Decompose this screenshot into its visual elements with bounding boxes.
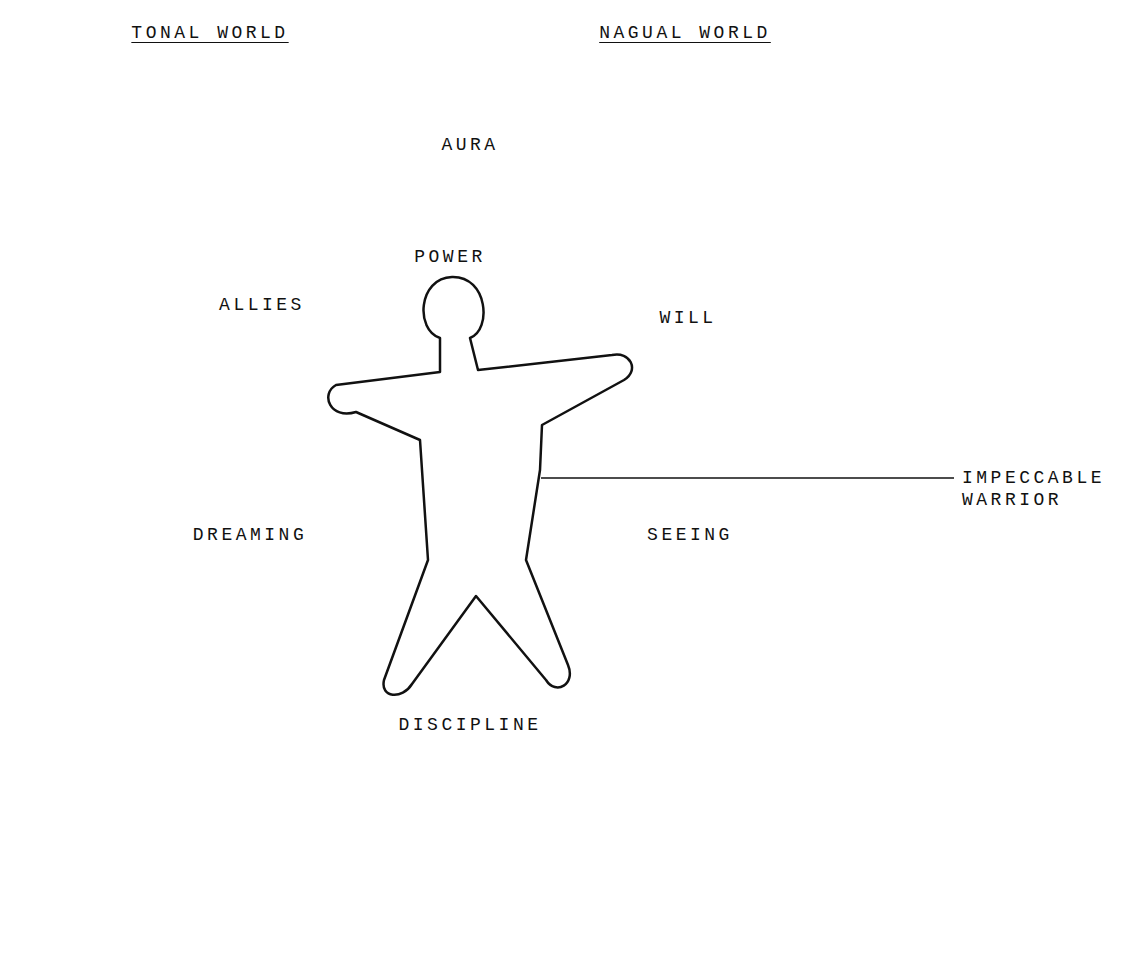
circle-outline — [466, 436, 834, 804]
aura-ellipse: AURA POWER ALLIES WILL DREAMING SEEING DISCIPL… — [13, 85, 929, 969]
concept-label: ALLIES — [219, 294, 305, 316]
concept-label: DREAMING — [193, 524, 307, 546]
circle-line — [180, 228, 460, 508]
concept-circle: POWER — [313, 220, 577, 484]
circle-outline — [178, 226, 462, 510]
circle-outline — [11, 83, 931, 971]
world-heading: NAGUAL WORLD — [599, 22, 771, 44]
concept-circle: DREAMING — [152, 437, 508, 793]
circle-line — [152, 437, 508, 793]
circle-line — [313, 220, 577, 484]
circle-line — [559, 256, 831, 528]
leader-line — [541, 477, 954, 479]
warrior-figure — [328, 277, 632, 695]
figure-label: IMPECCABLE WARRIOR — [962, 467, 1112, 511]
circle-outline — [280, 480, 664, 864]
circle-line — [282, 482, 662, 862]
concept-label: WILL — [659, 307, 716, 329]
world-heading: TONAL WORLD — [131, 22, 288, 44]
concept-circle: ALLIES — [180, 228, 460, 508]
concept-circle: SEEING — [468, 438, 832, 802]
circle-outline — [557, 254, 833, 530]
concept-circle: DISCIPLINE — [282, 482, 662, 862]
concept-label: DISCIPLINE — [398, 714, 541, 736]
concept-circle: WILL — [559, 256, 831, 528]
concept-label: POWER — [414, 246, 486, 268]
circle-line — [468, 438, 832, 802]
circle-line — [13, 85, 929, 969]
concept-label: SEEING — [647, 524, 733, 546]
concept-label: AURA — [441, 134, 498, 156]
circle-outline — [150, 435, 510, 795]
